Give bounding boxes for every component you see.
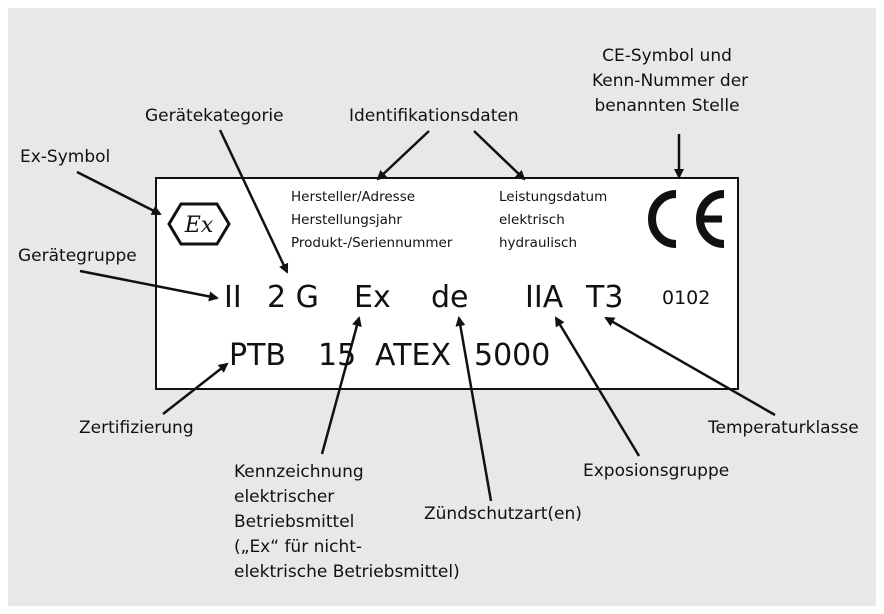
ce-callout-line-3: benannten Stelle xyxy=(594,96,740,116)
protection-type: de xyxy=(431,280,469,315)
arrow-kennzeichnung xyxy=(320,316,362,455)
equipment-group: II xyxy=(224,280,242,315)
id-manufacturer: Hersteller/Adresse xyxy=(291,189,416,205)
arrow-explosionsgruppe xyxy=(554,316,641,457)
ce-symbol-callout: CE-Symbol und Kenn-Nummer der benannten … xyxy=(592,44,749,119)
ce-callout-line-2: Kenn-Nummer der xyxy=(592,71,749,91)
id-left-block: Hersteller/Adresse Herstellungsjahr Prod… xyxy=(291,186,452,255)
certificate-body: PTB xyxy=(229,338,286,373)
arrow-zuendschutzart xyxy=(455,316,493,502)
id-rating: Leistungsdatum xyxy=(499,189,608,205)
ex-logo-text: Ex xyxy=(184,213,214,238)
certificate-scheme: ATEX xyxy=(375,338,452,373)
arrow-temperaturklasse xyxy=(604,316,776,417)
gas-group: IIA xyxy=(525,280,564,315)
ex-symbol-label: Ex-Symbol xyxy=(20,147,111,167)
temperature-class: T3 xyxy=(586,280,624,315)
zertifizierung-label: Zertifizierung xyxy=(79,418,194,438)
explosionsgruppe-label: Exposionsgruppe xyxy=(583,461,730,481)
id-right-block: Leistungsdatum elektrisch hydraulisch xyxy=(499,186,607,255)
arrow-geraetegruppe xyxy=(79,269,219,302)
temperaturklasse-label: Temperaturklasse xyxy=(708,418,859,438)
id-year: Herstellungsjahr xyxy=(291,212,402,228)
identifikationsdaten-label: Identifikationsdaten xyxy=(349,106,519,126)
kennzeichnung-line-2: elektrischer xyxy=(234,487,335,507)
kennzeichnung-callout: Kennzeichnung elektrischer Betriebsmitte… xyxy=(234,460,460,585)
arrow-identifikation-left xyxy=(376,130,430,181)
arrow-zertifizierung xyxy=(162,362,229,415)
kennzeichnung-line-4: („Ex“ für nicht- xyxy=(234,537,363,557)
zuendschutzart-label: Zündschutzart(en) xyxy=(424,504,582,524)
ce-mark-icon xyxy=(648,190,725,248)
ce-callout-line-1: CE-Symbol und xyxy=(602,46,732,66)
arrow-ex-symbol xyxy=(76,170,162,216)
ex-hexagon-icon: Ex xyxy=(167,202,231,246)
certificate-number: 5000 xyxy=(474,338,551,373)
arrow-identifikation-right xyxy=(473,130,526,181)
id-hydraulic: hydraulisch xyxy=(499,235,578,251)
geraetekategorie-label: Gerätekategorie xyxy=(145,106,284,126)
arrow-geraetekategorie xyxy=(218,129,289,274)
kennzeichnung-line-3: Betriebsmittel xyxy=(234,512,355,532)
id-serial: Produkt-/Seriennummer xyxy=(291,235,453,251)
type-plate xyxy=(155,177,739,390)
ex-marking: Ex xyxy=(354,280,391,315)
notified-body-number: 0102 xyxy=(662,287,711,309)
geraetegruppe-label: Gerätegruppe xyxy=(18,246,137,266)
kennzeichnung-line-5: elektrische Betriebsmittel) xyxy=(234,562,460,582)
equipment-category: 2 G xyxy=(267,280,319,315)
kennzeichnung-line-1: Kennzeichnung xyxy=(234,462,364,482)
id-electric: elektrisch xyxy=(499,212,565,228)
